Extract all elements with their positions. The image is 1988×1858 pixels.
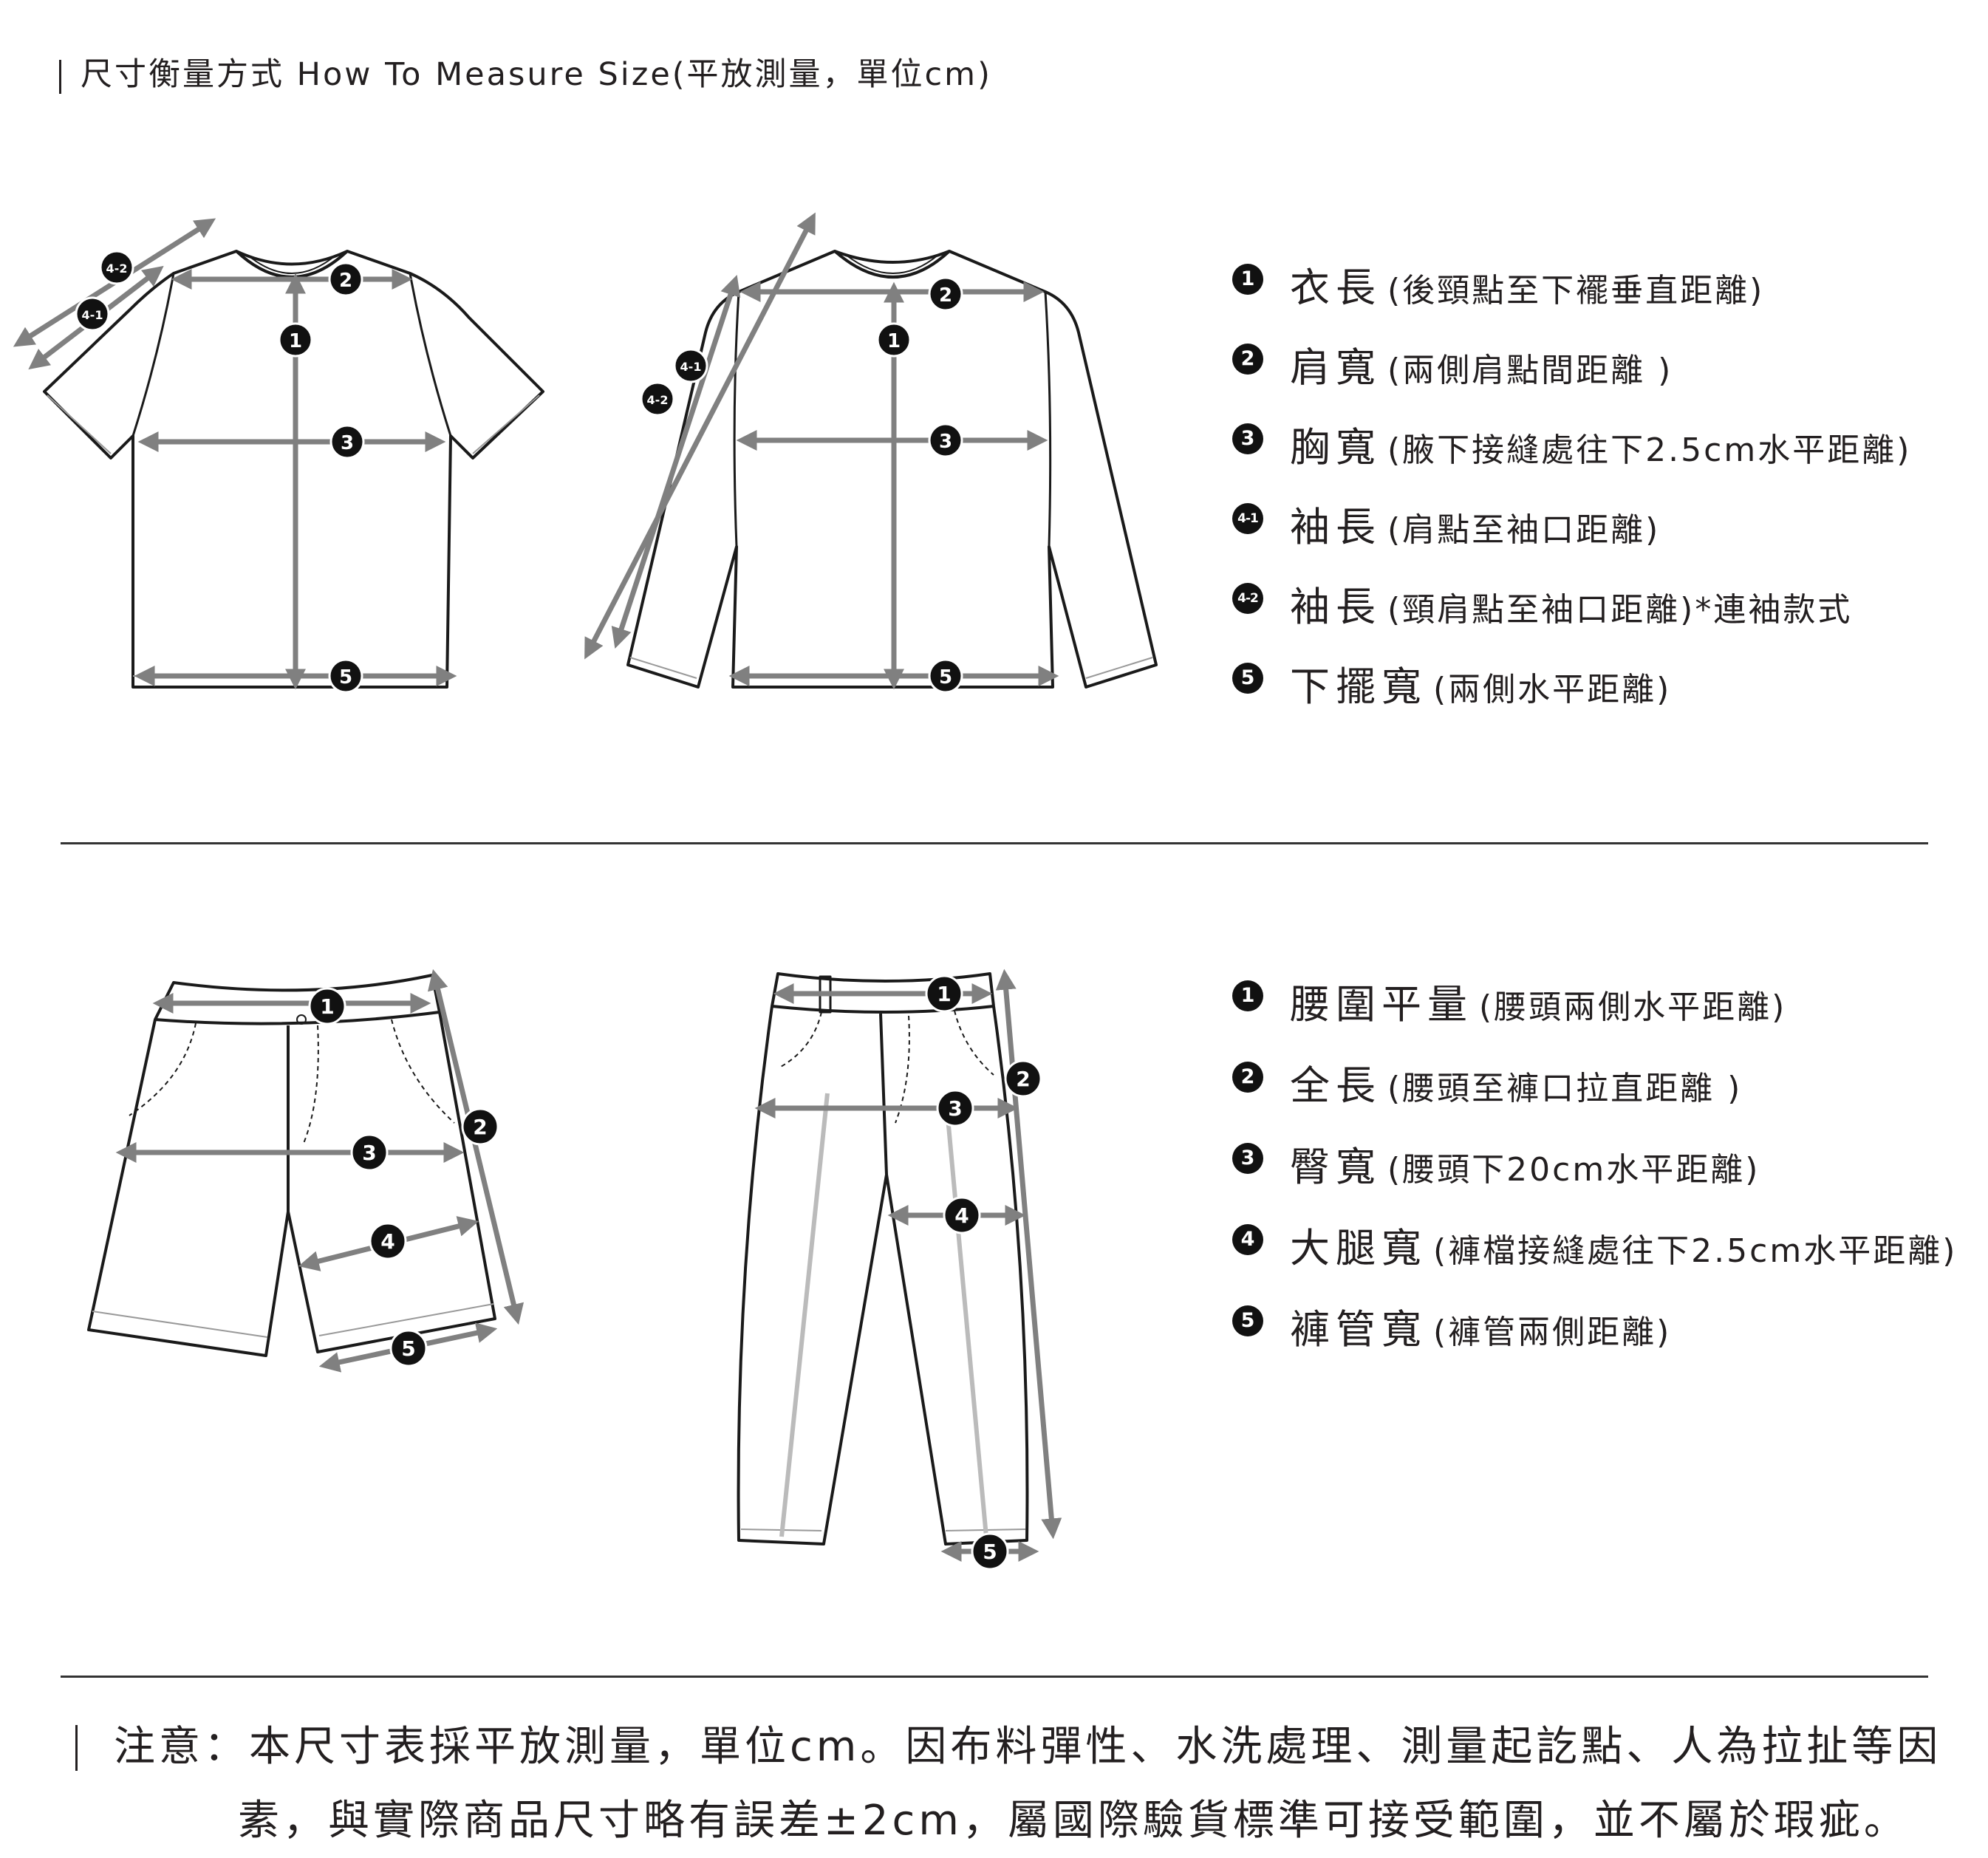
badge-longsleeve-3: 3	[928, 423, 963, 458]
legend-description: (腰頭下20cm水平距離)	[1387, 1151, 1760, 1189]
legend-term: 臀寬	[1290, 1144, 1381, 1190]
note-bar	[75, 1725, 78, 1771]
svg-text:4: 4	[380, 1229, 394, 1254]
badge-longsleeve-1: 1	[876, 322, 912, 358]
svg-text:3: 3	[939, 431, 952, 453]
badge-tshirt-4-1: 4-1	[75, 296, 110, 332]
badge-pants-1: 1	[925, 974, 963, 1013]
legend-description: (腰頭兩側水平距離)	[1479, 988, 1787, 1026]
svg-text:3: 3	[362, 1141, 376, 1165]
svg-text:4-2: 4-2	[647, 393, 669, 407]
svg-text:2: 2	[939, 284, 952, 307]
legend-number-badge: 4-1	[1232, 503, 1263, 534]
svg-text:5: 5	[983, 1540, 997, 1564]
badge-tshirt-1: 1	[278, 322, 313, 358]
svg-text:1: 1	[937, 982, 951, 1006]
legend-description: (兩側肩點間距離 )	[1387, 352, 1673, 389]
section-divider	[61, 842, 1928, 844]
legend-number-badge: 5	[1232, 1305, 1263, 1336]
legend-number-badge: 2	[1232, 1062, 1263, 1093]
badge-tshirt-2: 2	[328, 262, 363, 297]
legend-term: 全長	[1290, 1062, 1381, 1109]
svg-text:2: 2	[473, 1115, 487, 1139]
svg-text:1: 1	[289, 330, 302, 352]
svg-text:5: 5	[339, 666, 352, 689]
legend-number-badge: 4	[1232, 1224, 1263, 1255]
badge-shorts-3: 3	[350, 1133, 389, 1172]
badge-tshirt-3: 3	[329, 424, 365, 460]
legend-term: 腰圍平量	[1290, 981, 1473, 1028]
svg-text:3: 3	[948, 1096, 962, 1121]
shorts-measure-lines	[115, 969, 525, 1373]
badge-tshirt-5: 5	[328, 658, 363, 694]
legend-description: (頸肩點至袖口距離)*連袖款式	[1387, 591, 1853, 629]
shorts-outline	[87, 974, 496, 1357]
longsleeve-measure-lines	[584, 212, 1059, 690]
svg-text:5: 5	[401, 1336, 415, 1361]
svg-text:4-1: 4-1	[680, 360, 702, 374]
svg-text:4-1: 4-1	[82, 308, 103, 322]
badge-shorts-1: 1	[308, 987, 346, 1025]
svg-text:1: 1	[887, 330, 901, 352]
legend-number-badge: 2	[1232, 344, 1263, 375]
legend-term: 袖長	[1290, 584, 1381, 630]
badge-pants-4: 4	[943, 1196, 981, 1234]
svg-text:2: 2	[339, 270, 352, 292]
legend-term: 袖長	[1290, 504, 1381, 550]
legend-number-badge: 4-2	[1232, 583, 1263, 614]
badge-longsleeve-4-2: 4-2	[640, 381, 675, 417]
badge-pants-2: 2	[1004, 1059, 1042, 1098]
badge-longsleeve-2: 2	[928, 276, 963, 312]
page-header: 尺寸衡量方式 How To Measure Size(平放測量，單位cm)	[59, 49, 992, 95]
badge-tshirt-4-2: 4-2	[99, 250, 134, 285]
legend-description: (兩側水平距離)	[1433, 671, 1672, 708]
legend-number-badge: 3	[1232, 1143, 1263, 1174]
section-divider	[61, 1676, 1928, 1678]
pants-outline	[737, 972, 1029, 1546]
legend-term: 大腿寬	[1290, 1225, 1427, 1271]
svg-text:2: 2	[1016, 1067, 1030, 1091]
tshirt-measure-lines	[13, 218, 457, 690]
legend-term: 衣長	[1290, 264, 1381, 311]
legend-description: (後頸點至下襬垂直距離)	[1387, 272, 1765, 310]
legend-description: (褲管兩側距離)	[1433, 1314, 1672, 1351]
svg-text:3: 3	[341, 432, 354, 454]
badge-longsleeve-4-1: 4-1	[673, 348, 708, 383]
legend-number-badge: 1	[1232, 980, 1263, 1011]
legend-number-badge: 1	[1232, 264, 1263, 295]
svg-text:4: 4	[954, 1203, 969, 1228]
note-line-1: 注意：本尺寸表採平放測量，單位cm。因布料彈性、水洗處理、測量起訖點、人為拉扯等…	[114, 1723, 1942, 1771]
badge-longsleeve-5: 5	[928, 658, 963, 694]
legend-term: 肩寬	[1290, 344, 1381, 391]
svg-text:5: 5	[939, 666, 952, 689]
legend-description: (腰頭至褲口拉直距離 )	[1387, 1070, 1743, 1107]
legend-description: (腋下接縫處往下2.5cm水平距離)	[1387, 431, 1912, 469]
note-line-2: 素，與實際商品尺寸略有誤差±2cm，屬國際驗貨標準可接受範圍，並不屬於瑕疵。	[238, 1797, 1909, 1845]
pants-measure-lines	[754, 969, 1062, 1562]
legend-term: 胸寬	[1290, 424, 1381, 471]
legend-description: (褲檔接縫處往下2.5cm水平距離)	[1433, 1232, 1958, 1270]
legend-term: 褲管寬	[1290, 1306, 1427, 1353]
badge-shorts-5: 5	[389, 1329, 428, 1367]
header-title: 尺寸衡量方式 How To Measure Size(平放測量，單位cm)	[81, 56, 992, 93]
legend-number-badge: 5	[1232, 663, 1263, 694]
badge-pants-3: 3	[936, 1089, 974, 1127]
badge-shorts-2: 2	[461, 1107, 499, 1146]
svg-text:1: 1	[320, 994, 334, 1019]
legend-description: (肩點至袖口距離)	[1387, 511, 1661, 549]
badge-pants-5: 5	[971, 1532, 1009, 1571]
diagram-badges: 2 1 3 5 4-1 4-2 2 1 3 5 4-1 4-2 1 2 3 4 …	[75, 250, 1042, 1571]
legend-term: 下擺寬	[1290, 663, 1427, 710]
svg-text:4-2: 4-2	[106, 262, 128, 276]
header-bar	[59, 59, 61, 94]
badge-shorts-4: 4	[369, 1222, 407, 1260]
legend-number-badge: 3	[1232, 423, 1263, 454]
